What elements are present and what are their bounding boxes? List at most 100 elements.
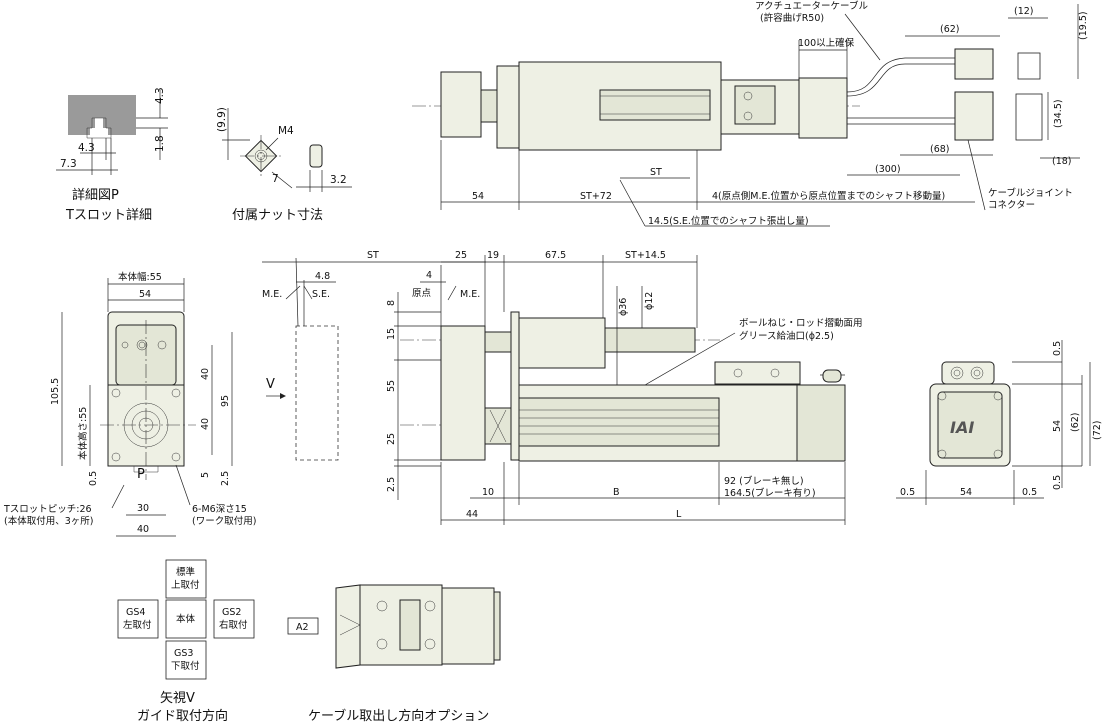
joint-label-2: コネクター (988, 200, 1035, 211)
upper-connector (954, 48, 994, 80)
stroke-dim-st: ST (367, 250, 379, 261)
nut-body (244, 139, 278, 173)
guide-center-box (165, 599, 207, 639)
tap-label-1: 6-M6深さ15 (192, 504, 247, 515)
top-view: アクチュエーターケーブル (許容曲げR50) 100以上確保 (62) (12)… (412, 0, 1089, 227)
guide-left-box (117, 599, 159, 639)
stroke-se: S.E. (312, 289, 330, 300)
guide-bottom-2: 下取付 (171, 661, 200, 672)
end-dim-95: 95 (220, 395, 231, 407)
nut-dim-3-2: 3.2 (330, 174, 347, 186)
phi36: ϕ36 (618, 298, 629, 316)
pitch-label-2: (本体取付用、3ヶ所) (4, 515, 93, 527)
pitch-label-1: Tスロットピッチ:26 (3, 504, 92, 515)
lower-connector (954, 91, 994, 141)
rear-dim-62: (62) (1070, 412, 1081, 432)
note-14-5: 14.5(S.E.位置でのシャフト張出し量) (648, 215, 809, 227)
phi12: ϕ12 (644, 292, 655, 310)
cable-option: A2 ケーブル取出し方向オプション (287, 584, 501, 724)
side-front-bracket (510, 311, 520, 461)
nut-title: 付属ナット寸法 (232, 208, 323, 223)
guide-right-box (213, 599, 255, 639)
height-label: 本体高さ:55 (77, 407, 89, 460)
stroke-dim-4-8: 4.8 (315, 271, 330, 282)
a2-box (287, 617, 319, 635)
note-4: 4(原点側M.E.位置から原点位置までのシャフト移動量) (712, 190, 945, 202)
arrow-v-icon (280, 393, 286, 399)
side-dim-25v: 25 (386, 433, 397, 445)
rear-dim-72: (72) (1092, 420, 1103, 440)
end-view: 本体幅:55 54 105.5 本体高さ:55 40 40 95 5 2.5 0… (3, 271, 256, 537)
side-dim-l: L (676, 509, 682, 520)
stroke-envelope (295, 325, 339, 461)
detail-p-title: 詳細図P (72, 187, 119, 203)
end-dim-54: 54 (139, 289, 151, 300)
side-motor (796, 384, 846, 462)
rear-dim-0-5-top: 0.5 (1052, 341, 1063, 356)
dim-12: (12) (1014, 6, 1034, 17)
tap-label-2: (ワーク取付用) (192, 516, 256, 527)
top-cable-housing (798, 77, 848, 139)
end-dim-40b: 40 (200, 418, 211, 430)
cable-upper (846, 57, 955, 93)
side-view: 4 原点 M.E. 25 19 67.5 ST+14.5 ϕ36 ϕ12 8 1… (386, 250, 863, 525)
rear-logo: IAI (950, 418, 974, 437)
cable-option-connector (335, 584, 361, 669)
nut-dim-9-9: (9.9) (216, 107, 228, 132)
guide-caption-1: 矢視V (160, 691, 195, 706)
grease-label-2: グリース給油口(ϕ2.5) (739, 330, 834, 342)
guide-bottom-box (165, 640, 207, 680)
top-front-bracket (496, 65, 520, 149)
side-dim-b: B (613, 487, 620, 498)
cable-option-caption: ケーブル取出し方向オプション (308, 708, 489, 724)
end-dim-40: 40 (137, 524, 149, 535)
secure-100: 100以上確保 (798, 37, 855, 49)
side-rod-end (440, 325, 486, 461)
side-dim-4: 4 (426, 270, 432, 281)
joint-label-1: ケーブルジョイント (988, 187, 1073, 199)
dim-4-3-top: 4.3 (154, 87, 166, 104)
dim-st72: ST+72 (580, 191, 612, 202)
detail-p: 4.3 1.8 4.3 7.3 詳細図P Tスロット詳細 (56, 87, 168, 223)
guide-left-1: GS4 (126, 607, 145, 618)
grease-label-1: ボールねじ・ロッド摺動面用 (739, 317, 863, 329)
guide-top-box (165, 559, 207, 599)
label-p: P (137, 467, 145, 482)
rear-dim-0-5-left: 0.5 (900, 487, 915, 498)
guide-options: 標準 上取付 GS4 左取付 本体 GS2 右取付 GS3 下取付 矢視V ガイ… (117, 559, 255, 724)
dim-7-3: 7.3 (60, 158, 77, 170)
detail-p-subtitle: Tスロット詳細 (65, 207, 152, 223)
side-dim-10: 10 (482, 487, 494, 498)
end-dim-5: 5 (200, 472, 211, 478)
guide-center: 本体 (176, 613, 196, 625)
dim-68: (68) (930, 144, 950, 155)
nut-thread: M4 (278, 125, 294, 137)
rear-cable-housing (941, 361, 995, 385)
top-rod-end (440, 71, 482, 138)
guide-top-2: 上取付 (171, 580, 200, 591)
dim-19-5: (19.5) (1078, 11, 1089, 40)
rear-view: IAI 0.5 54 (62) (72) 0.5 0.5 54 0.5 (896, 340, 1103, 505)
stroke-me: M.E. (262, 289, 282, 300)
dim-st-top: ST (650, 167, 662, 178)
nut-detail: (9.9) M4 7 3.2 付属ナット寸法 (216, 107, 352, 223)
side-dim-25: 25 (455, 250, 467, 261)
a2-label: A2 (296, 622, 309, 633)
guide-bottom-1: GS3 (174, 648, 193, 659)
t-slot-section (68, 95, 136, 135)
end-dim-0-5: 0.5 (88, 471, 99, 486)
rear-dim-54h: 54 (960, 487, 972, 498)
side-dim-15: 15 (386, 328, 397, 340)
dim-4-3-left: 4.3 (78, 142, 95, 154)
brake-label-1: 92 (ブレーキ無し) (724, 475, 804, 487)
rear-dim-54v: 54 (1052, 420, 1063, 432)
side-origin: 原点 (412, 288, 432, 299)
cable-label-1: アクチュエーターケーブル (755, 0, 868, 12)
side-dim-2-5: 2.5 (386, 477, 397, 492)
guide-right-2: 右取付 (219, 619, 248, 631)
side-dim-67-5: 67.5 (545, 250, 566, 261)
dim-1-8: 1.8 (154, 135, 166, 152)
lower-connector-end (1015, 93, 1043, 141)
side-dim-8: 8 (386, 300, 397, 306)
side-rod-housing (518, 317, 606, 369)
